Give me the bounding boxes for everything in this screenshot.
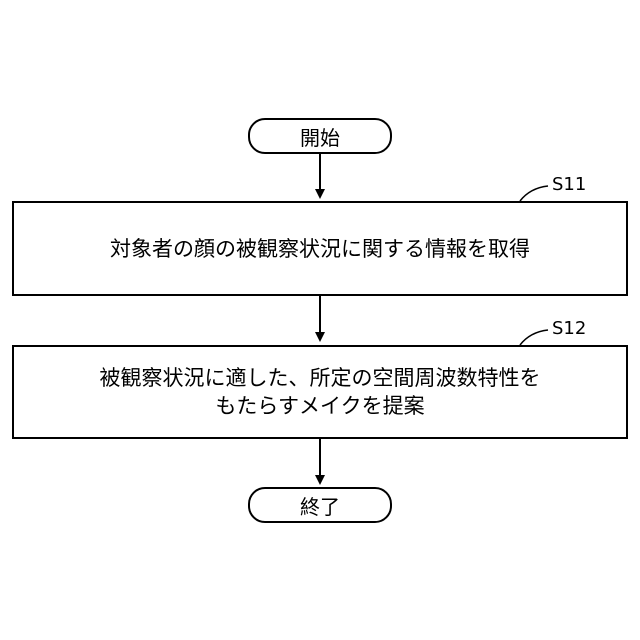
- start-terminal: 開始: [248, 118, 392, 154]
- process-s12-text-line-1: 被観察状況に適した、所定の空間周波数特性を: [100, 364, 541, 392]
- s11-label-leader: [520, 186, 548, 201]
- step-id-s12: S12: [552, 318, 586, 339]
- process-s11-text: 対象者の顔の被観察状況に関する情報を取得: [110, 235, 530, 263]
- s12-label-leader: [520, 330, 548, 345]
- process-s12-text-line-2: もたらすメイクを提案: [215, 392, 424, 420]
- end-terminal: 終了: [248, 487, 392, 523]
- end-label: 終了: [300, 491, 340, 520]
- process-box-s12: 被観察状況に適した、所定の空間周波数特性を もたらすメイクを提案: [12, 345, 628, 439]
- process-box-s11: 対象者の顔の被観察状況に関する情報を取得: [12, 201, 628, 296]
- step-id-s11: S11: [552, 174, 586, 195]
- start-label: 開始: [300, 122, 340, 151]
